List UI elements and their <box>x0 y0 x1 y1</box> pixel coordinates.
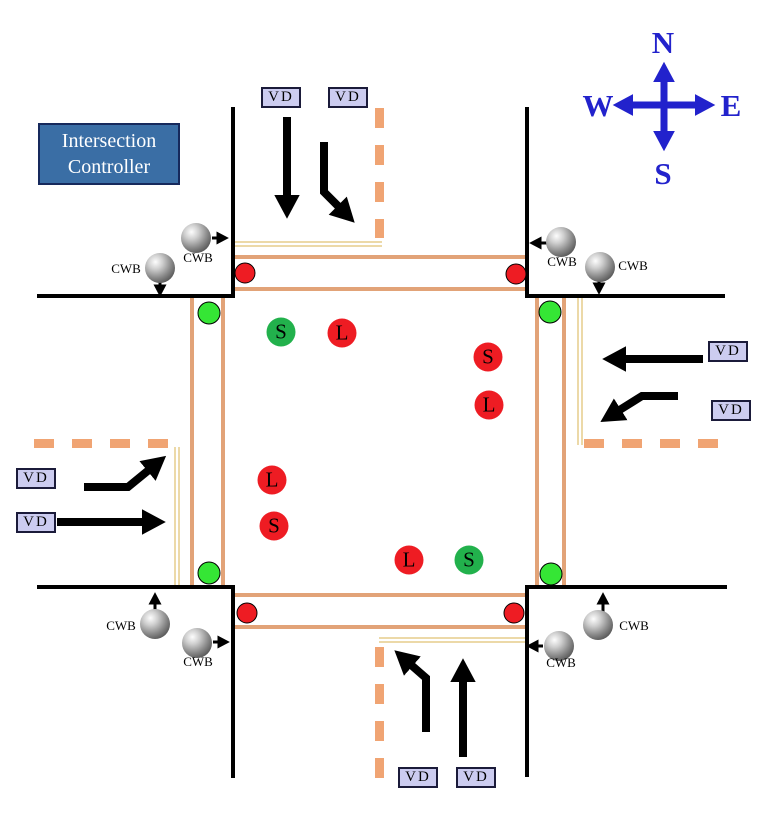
curb-south-road-west-edge <box>231 585 235 778</box>
ped-signal-west-crosswalk-south <box>197 561 221 585</box>
ped-signal-south-crosswalk-east <box>503 602 525 624</box>
cwb-label-southwest-2: CWB <box>183 654 213 669</box>
curb-north-road-west-edge <box>231 107 235 298</box>
cwb-sphere-southeast-1 <box>583 610 613 640</box>
center-line-north-road <box>375 108 384 238</box>
cwb-sphere-northwest-1 <box>181 223 211 253</box>
stop-line-west-approach <box>174 447 180 587</box>
cwb-sphere-southwest-2 <box>182 628 212 658</box>
traffic-arrow-west-turn <box>84 455 167 491</box>
signal-south-straight: S <box>454 545 484 575</box>
vd-west-lane-2: VD <box>16 512 56 533</box>
vd-east-lane-1: VD <box>708 341 748 362</box>
signal-west-left: L <box>257 465 287 495</box>
cwb-label-southwest-1: CWB <box>106 618 136 633</box>
intersection-controller-box: Intersection Controller <box>38 123 180 185</box>
traffic-arrow-east-turn <box>600 392 678 423</box>
signal-south-left: L <box>394 545 424 575</box>
signal-north-straight: S <box>266 317 296 347</box>
cwb-label-northwest-2: CWB <box>111 261 141 276</box>
compass-label-west: W <box>583 88 614 123</box>
center-line-south-road <box>375 647 384 778</box>
vd-west-lane-1: VD <box>16 468 56 489</box>
curb-west-road-south-edge <box>37 585 235 589</box>
curb-north-road-east-edge <box>525 107 529 298</box>
vd-south-lane-1: VD <box>398 767 438 788</box>
crosswalk-south-line-2 <box>235 625 527 629</box>
vd-north-lane-2: VD <box>328 87 368 108</box>
cwb-label-northeast-1: CWB <box>547 254 577 269</box>
cwb-sphere-southwest-1 <box>140 609 170 639</box>
stop-line-north-approach <box>233 241 382 247</box>
signal-east-left: L <box>474 390 504 420</box>
crosswalk-east-line-1 <box>535 298 539 587</box>
signal-east-straight: S <box>473 342 503 372</box>
cwb-sphere-northeast-1 <box>546 227 576 257</box>
ped-signal-south-crosswalk-west <box>236 602 258 624</box>
crosswalk-west-line-2 <box>221 298 225 587</box>
curb-south-road-east-edge <box>525 585 529 777</box>
ped-signal-north-crosswalk-west <box>234 262 256 284</box>
crosswalk-south-line-1 <box>235 593 527 597</box>
cwb-sphere-northeast-2 <box>585 252 615 282</box>
crosswalk-north-line-1 <box>233 255 528 259</box>
controller-label-line2: Controller <box>67 156 151 179</box>
cwb-label-southeast-1: CWB <box>619 618 649 633</box>
signal-west-straight: S <box>259 511 289 541</box>
ped-signal-east-crosswalk-south <box>539 562 563 586</box>
cwb-label-northwest-1: CWB <box>183 250 213 265</box>
compass-label-south: S <box>654 156 671 191</box>
ped-signal-west-crosswalk-north <box>197 301 221 325</box>
curb-east-road-north-edge <box>525 294 725 298</box>
cwb-label-southeast-2: CWB <box>546 655 576 670</box>
controller-label-line1: Intersection <box>61 130 157 152</box>
cwb-label-northeast-2: CWB <box>618 258 648 273</box>
stop-line-south-approach <box>379 637 527 643</box>
vd-north-lane-1: VD <box>261 87 301 108</box>
cwb-sphere-northwest-2 <box>145 253 175 283</box>
traffic-arrow-south-turn <box>394 650 430 732</box>
crosswalk-east-line-2 <box>562 298 566 587</box>
vd-east-lane-2: VD <box>711 400 751 421</box>
compass-label-north: N <box>652 25 674 60</box>
ped-signal-east-crosswalk-north <box>538 300 562 324</box>
ped-signal-north-crosswalk-east <box>505 263 527 285</box>
center-line-east-road <box>584 439 721 448</box>
compass-rose: N S W E <box>583 25 742 191</box>
traffic-arrow-north-turn <box>320 142 355 223</box>
curb-east-road-south-edge <box>525 585 727 589</box>
compass-label-east: E <box>721 88 742 123</box>
signal-north-left: L <box>327 318 357 348</box>
stop-line-east-approach <box>577 298 583 445</box>
crosswalk-west-line-1 <box>190 298 194 587</box>
cwb-sphere-southeast-2 <box>544 631 574 661</box>
curb-west-road-north-edge <box>37 294 235 298</box>
center-line-west-road <box>34 439 172 448</box>
crosswalk-north-line-2 <box>233 287 528 291</box>
vd-south-lane-2: VD <box>456 767 496 788</box>
